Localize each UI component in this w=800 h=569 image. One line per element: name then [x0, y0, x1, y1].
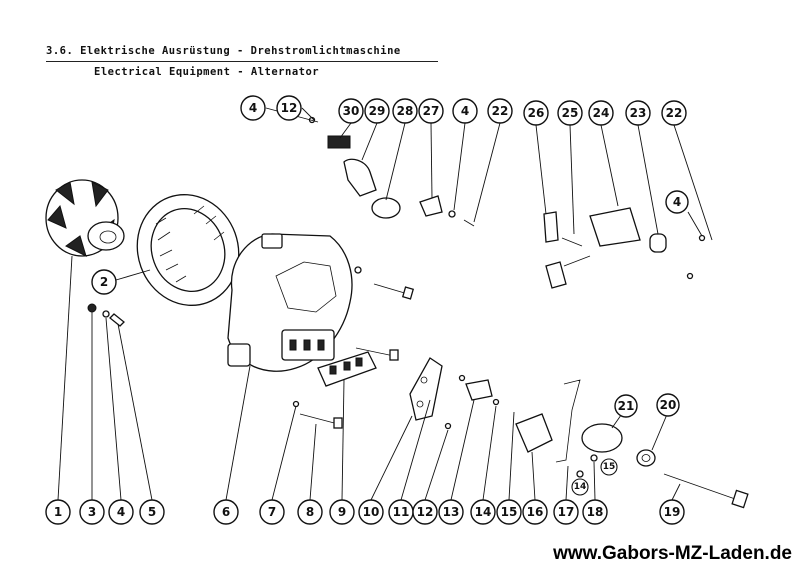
svg-text:20: 20 — [660, 398, 677, 412]
svg-text:11: 11 — [393, 505, 410, 519]
svg-text:19: 19 — [664, 505, 681, 519]
callout-4-bottom: 4 — [108, 499, 134, 525]
svg-text:22: 22 — [666, 106, 683, 120]
svg-text:4: 4 — [673, 195, 681, 209]
callout-4-right: 4 — [665, 190, 689, 214]
terminal-plate-part — [317, 351, 377, 387]
svg-text:25: 25 — [562, 106, 579, 120]
callout-30: 30 — [338, 98, 364, 124]
stator-part — [136, 194, 240, 306]
callout-18: 18 — [582, 499, 608, 525]
callout-29: 29 — [364, 98, 390, 124]
screw-parts — [292, 266, 749, 509]
svg-text:23: 23 — [630, 106, 647, 120]
svg-text:12: 12 — [281, 101, 298, 115]
svg-text:2: 2 — [100, 275, 108, 289]
svg-text:8: 8 — [306, 505, 314, 519]
rotor-part — [45, 179, 125, 257]
header-rule — [46, 61, 438, 62]
callout-14-small: 14 — [571, 478, 589, 496]
svg-text:24: 24 — [593, 106, 610, 120]
svg-text:13: 13 — [443, 505, 460, 519]
callout-7: 7 — [259, 499, 285, 525]
callout-25: 25 — [557, 100, 583, 126]
svg-text:18: 18 — [587, 505, 604, 519]
leader-lines — [57, 107, 713, 501]
callout-4-top-mid: 4 — [452, 98, 478, 124]
svg-text:29: 29 — [369, 104, 386, 118]
title-english: Electrical Equipment - Alternator — [94, 66, 320, 78]
page-header: 3.6. Elektrische Ausrüstung - Drehstroml… — [46, 42, 438, 81]
callout-19: 19 — [659, 499, 685, 525]
callout-6: 6 — [213, 499, 239, 525]
svg-text:4: 4 — [117, 505, 125, 519]
brush-parts — [308, 116, 706, 289]
svg-text:26: 26 — [528, 106, 545, 120]
website-watermark: www.Gabors-MZ-Laden.de — [553, 543, 792, 564]
callout-12-top: 12 — [276, 95, 302, 121]
callout-11: 11 — [388, 499, 414, 525]
callout-13: 13 — [438, 499, 464, 525]
svg-text:22: 22 — [492, 104, 509, 118]
callout-10: 10 — [358, 499, 384, 525]
svg-text:27: 27 — [423, 104, 440, 118]
callout-21: 21 — [614, 394, 638, 418]
svg-text:6: 6 — [222, 505, 230, 519]
svg-text:12: 12 — [417, 505, 434, 519]
svg-text:30: 30 — [343, 104, 360, 118]
regulator-parts — [409, 357, 656, 478]
svg-text:3: 3 — [88, 505, 96, 519]
svg-text:9: 9 — [338, 505, 346, 519]
svg-text:16: 16 — [527, 505, 544, 519]
svg-text:10: 10 — [363, 505, 380, 519]
svg-text:21: 21 — [618, 399, 635, 413]
svg-text:28: 28 — [397, 104, 414, 118]
svg-text:17: 17 — [558, 505, 575, 519]
callout-8: 8 — [297, 499, 323, 525]
callout-23: 23 — [625, 100, 651, 126]
callout-26: 26 — [523, 100, 549, 126]
callout-4-top-left: 4 — [240, 95, 266, 121]
callout-27: 27 — [418, 98, 444, 124]
callout-2: 2 — [91, 269, 117, 295]
small-hardware-left — [87, 303, 125, 327]
housing-part — [227, 233, 353, 372]
callout-22-top-mid: 22 — [487, 98, 513, 124]
svg-text:15: 15 — [501, 505, 518, 519]
callout-24: 24 — [588, 100, 614, 126]
svg-text:4: 4 — [461, 104, 469, 118]
svg-text:14: 14 — [475, 505, 492, 519]
svg-text:4: 4 — [249, 101, 257, 115]
callout-20: 20 — [656, 393, 680, 417]
callout-14: 14 — [470, 499, 496, 525]
callout-5: 5 — [139, 499, 165, 525]
svg-text:14: 14 — [574, 482, 587, 492]
callout-22-top-right: 22 — [661, 100, 687, 126]
callout-17: 17 — [553, 499, 579, 525]
title-german: 3.6. Elektrische Ausrüstung - Drehstroml… — [46, 45, 401, 57]
callout-16: 16 — [522, 499, 548, 525]
callout-1: 1 — [45, 499, 71, 525]
callout-15: 15 — [496, 499, 522, 525]
callout-9: 9 — [329, 499, 355, 525]
svg-text:1: 1 — [54, 505, 62, 519]
svg-text:5: 5 — [148, 505, 156, 519]
svg-text:15: 15 — [603, 462, 616, 472]
callout-12-bottom: 12 — [412, 499, 438, 525]
callout-15-small: 15 — [600, 458, 618, 476]
callout-3: 3 — [79, 499, 105, 525]
svg-text:7: 7 — [268, 505, 276, 519]
callout-28: 28 — [392, 98, 418, 124]
